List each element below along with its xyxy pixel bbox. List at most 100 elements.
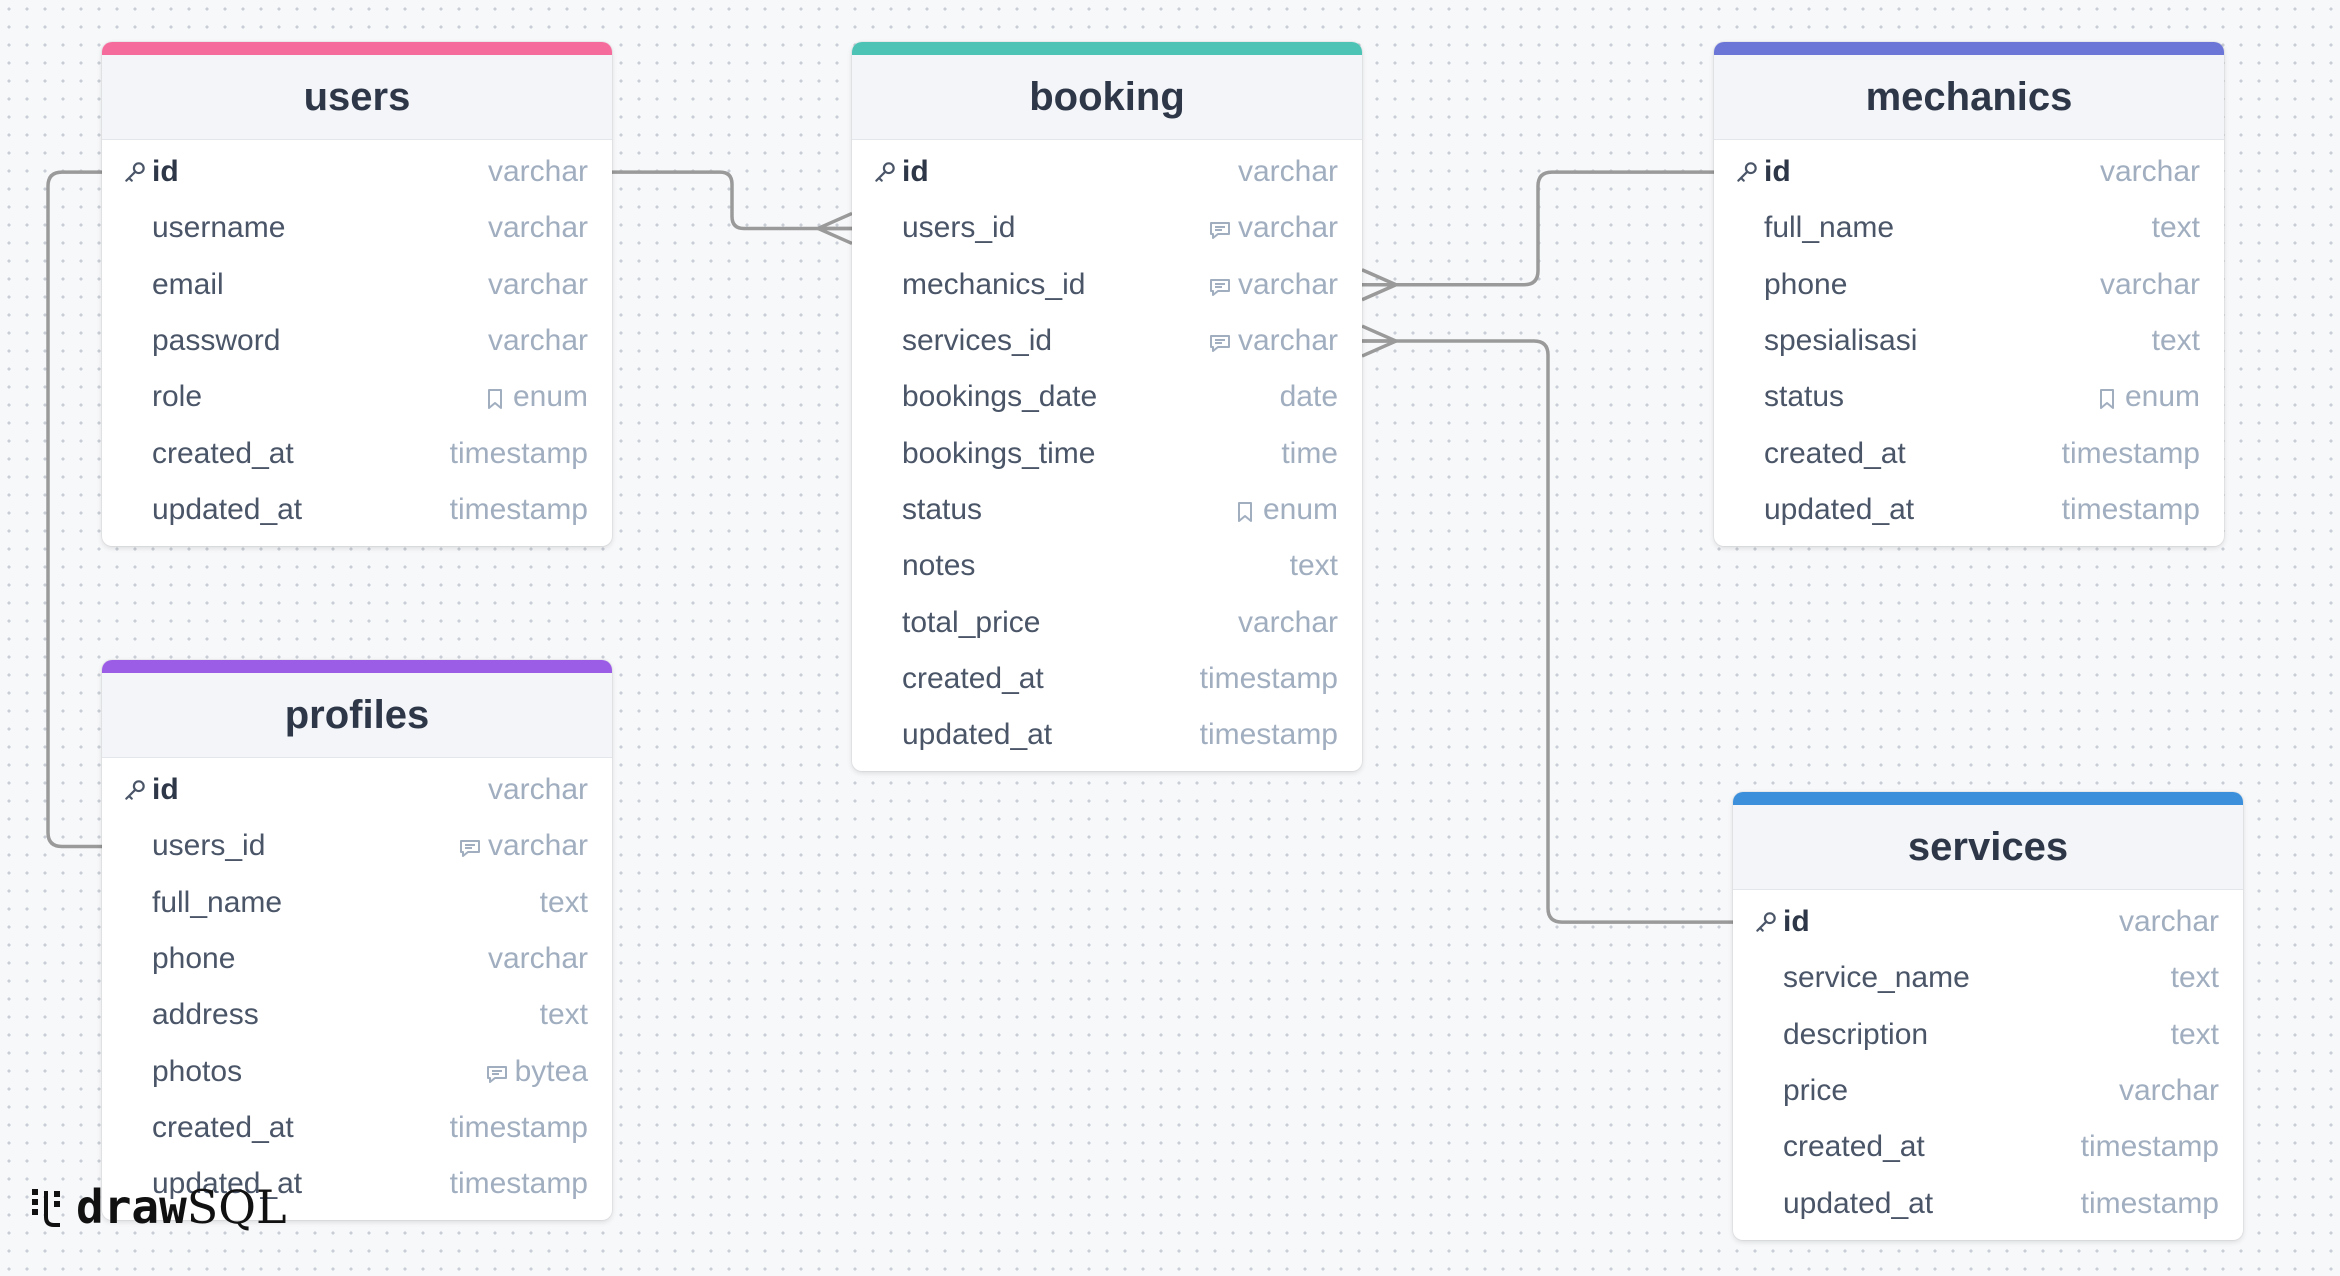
column-type: timestamp [1200,718,1338,752]
table-title[interactable]: mechanics [1714,55,2224,140]
table-color-bar [1733,792,2243,805]
column-type-label: timestamp [2080,1130,2219,1164]
column-name: service_name [1783,961,1970,995]
crows-foot-booking-users[interactable] [817,211,853,246]
column-type: timestamp [2081,1187,2219,1221]
table-color-bar [102,660,612,673]
table-title[interactable]: profiles [102,673,612,758]
column-name: created_at [152,436,294,470]
connector-users-profiles[interactable] [46,170,102,849]
column-type-label: varchar [487,155,588,189]
key-icon [122,159,148,185]
column-type: text [1290,549,1338,583]
drawsql-logo-icon [32,1189,60,1227]
table-title[interactable]: users [102,55,612,140]
comment-icon [458,834,482,858]
column-type-label: varchar [2099,155,2200,189]
column-type: varchar [1208,211,1338,245]
table-title[interactable]: booking [852,55,1362,140]
connector-services-booking[interactable] [1362,339,1733,924]
column-type-label: enum [1262,492,1338,526]
table-title[interactable]: services [1733,805,2243,890]
column-row-created-at[interactable]: created_at timestamp [102,425,612,481]
column-name: created_at [902,661,1044,695]
column-type-label: varchar [2099,267,2200,301]
column-name: full_name [152,885,283,919]
column-type: varchar [458,829,588,863]
column-type: timestamp [450,493,588,527]
column-type: varchar [488,942,588,976]
column-type: text [2152,211,2200,245]
column-type-label: timestamp [1199,661,1338,695]
comment-icon [485,1060,509,1084]
connector-mechanics-booking[interactable] [1362,170,1714,287]
column-type: varchar [1208,324,1338,358]
column-type: timestamp [450,1167,588,1201]
column-type: date [1280,380,1338,414]
column-type-label: date [1279,380,1338,414]
crows-foot-booking-mechanics[interactable] [1361,268,1397,302]
bookmark-icon [2095,385,2119,410]
column-type-label: varchar [487,267,588,301]
column-name: address [152,998,259,1032]
column-name: description [1783,1017,1929,1051]
column-name: services_id [902,324,1053,358]
column-type-label: varchar [1237,155,1338,189]
column-name: status [902,492,983,526]
column-name: photos [152,1054,243,1088]
column-row-created-at[interactable]: created_at timestamp [852,651,1362,707]
column-type-label: varchar [2118,1074,2219,1108]
column-type-label: text [2151,324,2200,358]
column-row-services-id[interactable]: services_id varchar [852,313,1362,369]
crows-foot-booking-services[interactable] [1361,324,1397,358]
column-row-status[interactable]: status enum [852,482,1362,538]
connector-users-booking[interactable] [612,170,852,231]
column-type-label: timestamp [449,436,588,470]
logo-text-draw: draw [76,1180,187,1234]
column-type: varchar [1238,606,1338,640]
column-type: enum [1233,493,1338,527]
